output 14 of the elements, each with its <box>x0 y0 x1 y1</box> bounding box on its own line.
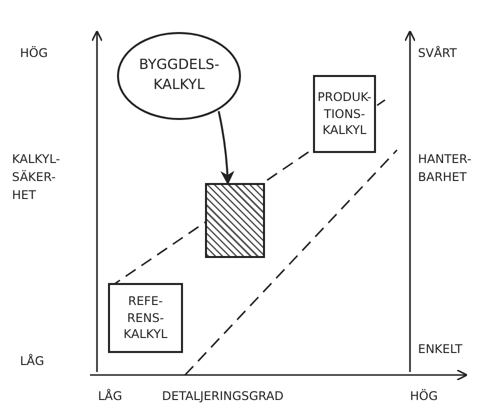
axis-value: ENKELT <box>418 341 462 358</box>
arrow <box>218 111 234 185</box>
axis-value: LÅG <box>98 388 122 405</box>
axis-value: SVÅRT <box>418 44 457 62</box>
axis-value: HÖG <box>410 388 438 405</box>
hatched-square <box>205 183 265 258</box>
axis-title: KALKYL-SÄKER-HET <box>12 151 62 204</box>
axis-value: LÅG <box>20 352 44 370</box>
axis-title: DETALJERINGSGRAD <box>162 388 284 405</box>
method-box: PRODUK-TIONS-KALKYL <box>313 75 376 153</box>
speech-bubble: BYGGDELS-KALKYL <box>117 32 241 120</box>
axis-value: HÖG <box>20 45 48 62</box>
method-box: REFE-RENS-KALKYL <box>108 283 183 353</box>
axis-title: HANTER-BARHET <box>418 151 472 186</box>
